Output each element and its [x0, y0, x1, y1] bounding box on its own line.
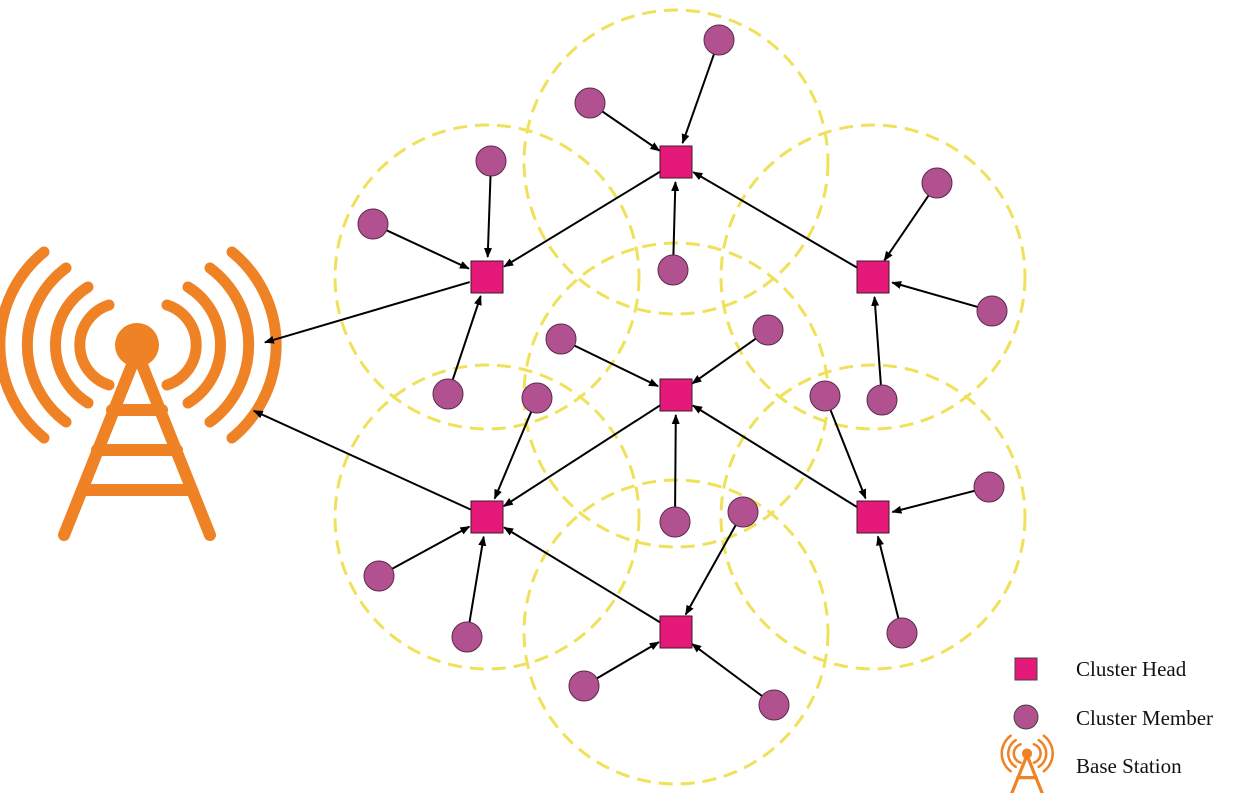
link-arrow: [601, 110, 661, 152]
legend-cluster-member-swatch: [1013, 704, 1039, 730]
cluster-member-node: [752, 314, 784, 346]
cluster-member-node: [574, 87, 606, 119]
link-arrow: [691, 337, 757, 385]
link-arrow: [493, 411, 533, 500]
cluster-range-circles: [333, 8, 1027, 786]
cluster-head-node: [659, 145, 693, 179]
link-arrow: [691, 643, 763, 697]
link-arrow: [692, 171, 859, 269]
link-arrow: [671, 181, 680, 256]
link-arrow: [484, 175, 493, 258]
range-circle-e: [333, 363, 641, 671]
range-circle-f: [719, 363, 1027, 671]
cluster-head-node: [470, 260, 504, 294]
link-arrow: [891, 489, 975, 514]
cluster-head-node: [659, 378, 693, 412]
legend-cluster-head-swatch: [1014, 657, 1038, 681]
link-arrow: [503, 170, 662, 268]
cluster-member-node: [451, 621, 483, 653]
legend: Cluster Head Cluster Member Base Station: [1000, 657, 1213, 793]
range-circle-a: [522, 8, 830, 316]
cluster-member-node: [703, 24, 735, 56]
link-arrow: [502, 403, 662, 508]
cluster-member-node: [758, 689, 790, 721]
range-circle-c: [719, 123, 1027, 431]
link-arrow: [252, 409, 472, 511]
cluster-member-node: [545, 323, 577, 355]
cluster-head-node: [659, 615, 693, 649]
link-arrow: [574, 344, 659, 388]
link-arrow: [391, 525, 471, 570]
link-arrow: [883, 194, 930, 262]
cluster-head-node: [470, 500, 504, 534]
link-arrow: [891, 281, 978, 308]
link-arrow: [263, 281, 470, 344]
legend-cluster-member-label: Cluster Member: [1076, 706, 1213, 730]
cluster-member-node: [657, 254, 689, 286]
cluster-member-node: [809, 380, 841, 412]
legend-base-station-label: Base Station: [1076, 754, 1182, 778]
cluster-head-node: [856, 500, 890, 534]
cluster-member-node: [866, 384, 898, 416]
cluster-member-node: [921, 167, 953, 199]
link-arrow: [503, 526, 662, 624]
link-arrow: [596, 641, 660, 680]
cluster-member-node: [659, 506, 691, 538]
link-arrow: [829, 409, 867, 500]
link-arrow: [871, 295, 882, 386]
link-arrow: [451, 295, 482, 381]
link-arrow: [386, 229, 470, 270]
link-arrow: [468, 535, 487, 623]
cluster-member-node: [568, 670, 600, 702]
cluster-head-node: [856, 260, 890, 294]
cluster-member-node: [475, 145, 507, 177]
cluster-member-node: [973, 471, 1005, 503]
link-arrow: [684, 524, 737, 616]
cluster-member-node: [432, 378, 464, 410]
link-arrow: [671, 414, 680, 508]
legend-cluster-head-label: Cluster Head: [1076, 657, 1187, 681]
cluster-member-node: [521, 382, 553, 414]
link-arrow: [876, 535, 900, 619]
cluster-member-node: [357, 208, 389, 240]
cluster-member-node: [727, 496, 759, 528]
range-circle-b: [333, 123, 641, 431]
cluster-members: [357, 24, 1008, 721]
cluster-member-node: [886, 617, 918, 649]
link-arrow: [692, 404, 859, 509]
cluster-member-node: [363, 560, 395, 592]
cluster-heads: [470, 145, 890, 649]
legend-base-station-icon: [1000, 734, 1054, 793]
cluster-member-node: [976, 295, 1008, 327]
links: [252, 53, 978, 697]
link-arrow: [681, 53, 715, 145]
base-station-icon: [0, 246, 282, 541]
